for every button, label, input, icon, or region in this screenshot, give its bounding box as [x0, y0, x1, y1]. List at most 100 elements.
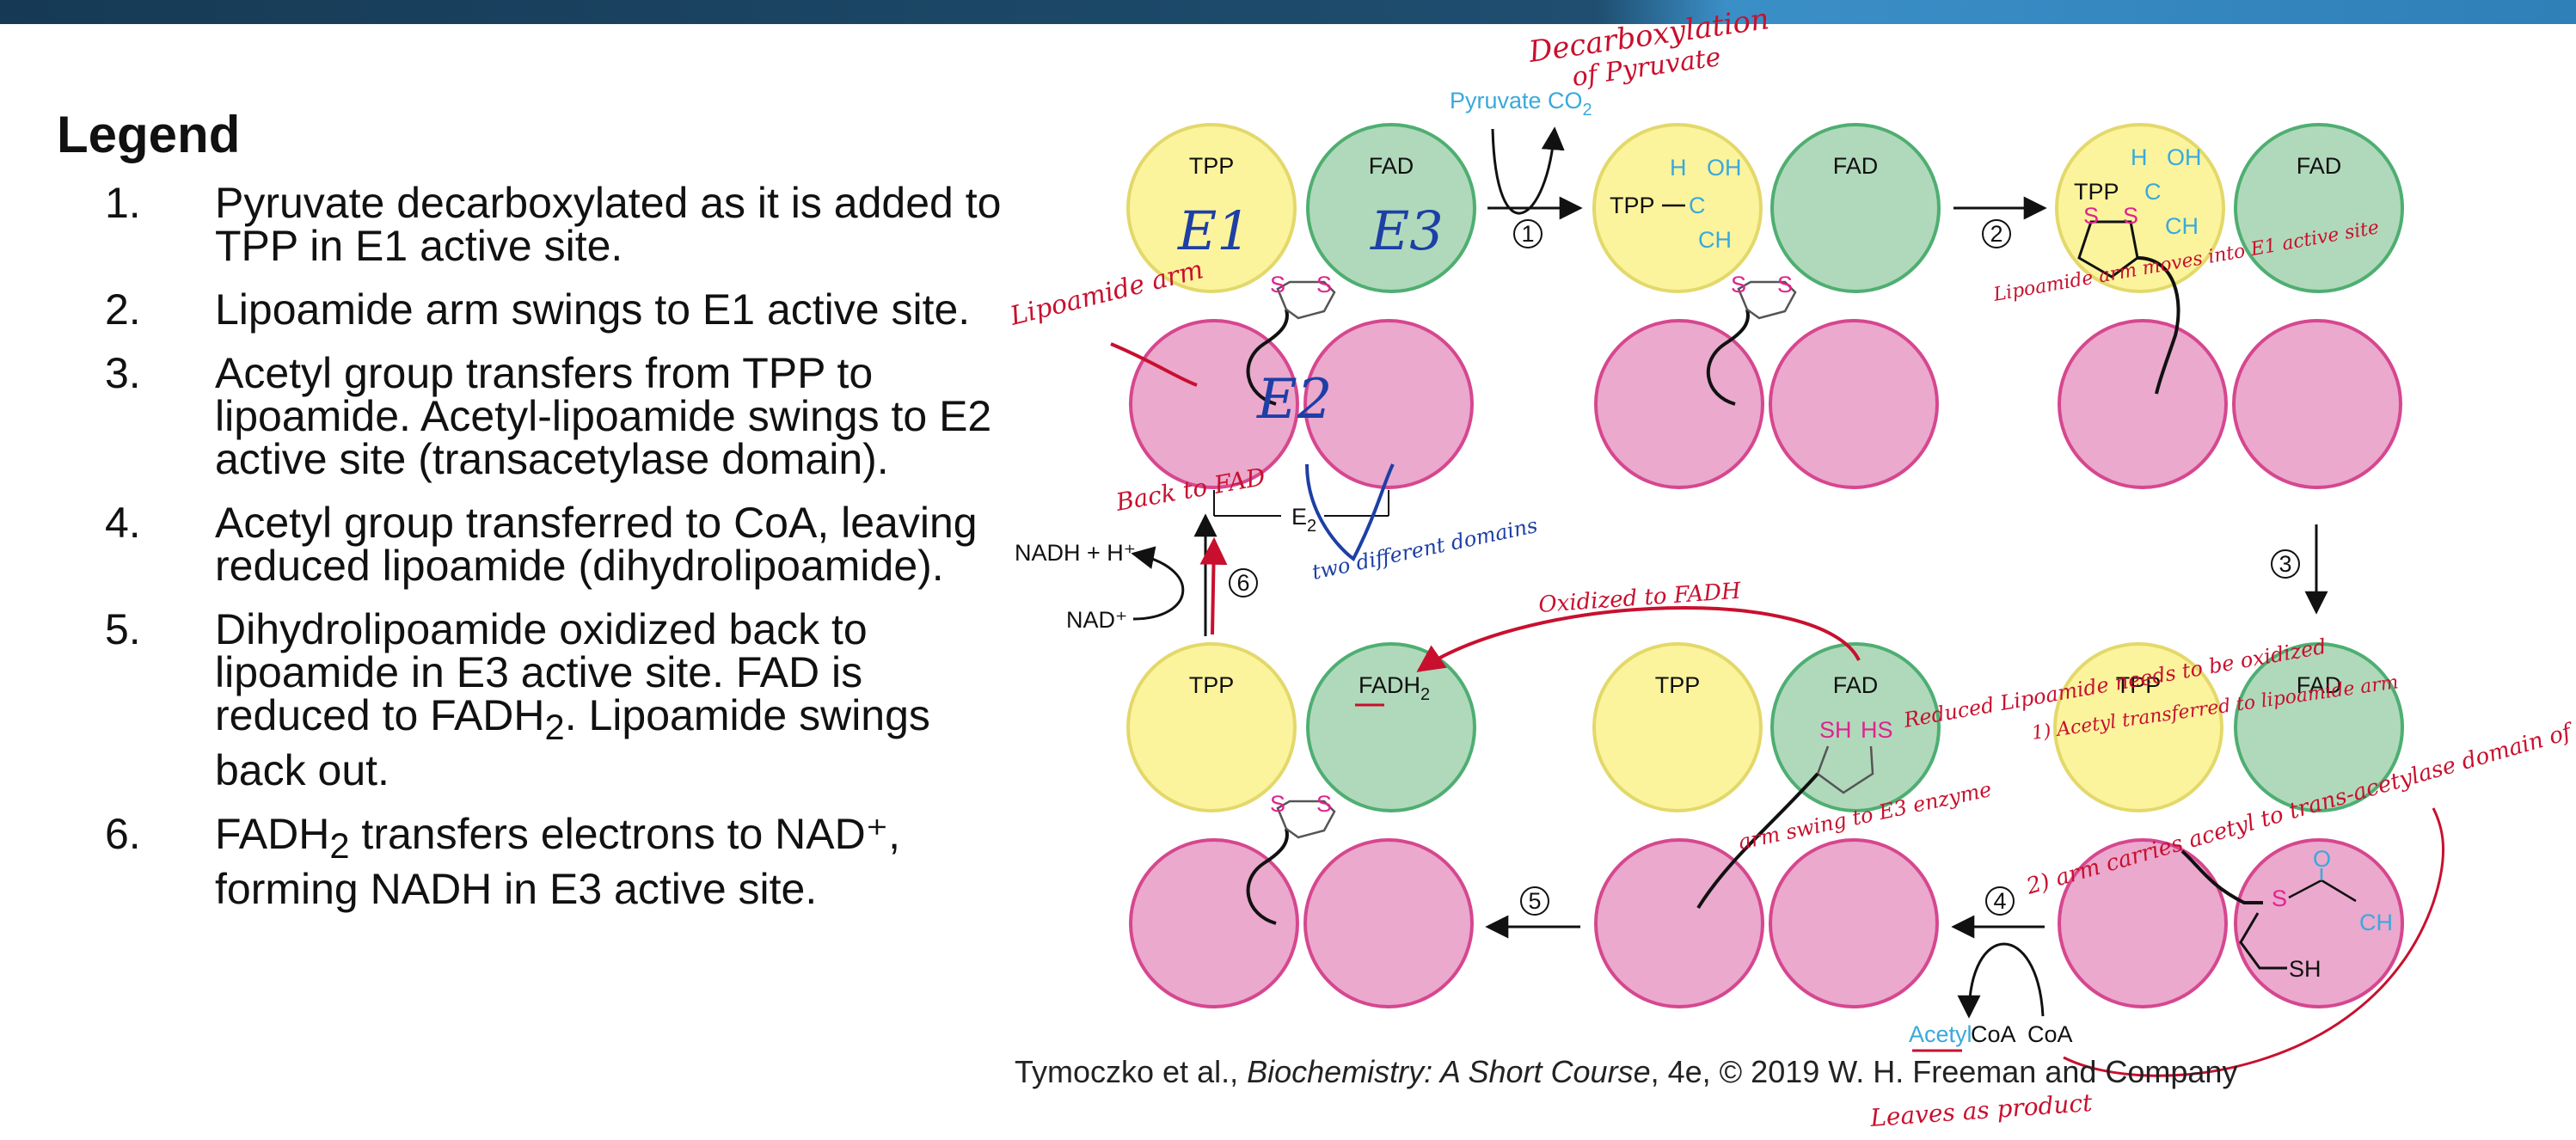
sulfur-label: S	[1731, 272, 1746, 297]
hydrogen-label: H	[2131, 144, 2148, 170]
legend-number: 1.	[105, 179, 141, 227]
e2-domain-right	[1303, 838, 1474, 1008]
lipoamide-arm	[1246, 828, 1289, 925]
e2-domain-right	[2234, 838, 2404, 1008]
sulfur-label: S	[1777, 272, 1793, 297]
legend-text: Acetyl group transfers from TPP to lipoa…	[215, 349, 992, 483]
step-arrows: 1 Pyruvate CO2 2 3 4 Acetyl CoA CoA 5 6 …	[1015, 88, 2328, 1047]
annotation-two-domains: two different domains	[1309, 513, 1539, 585]
step-number: 2	[1990, 221, 2003, 247]
legend-text: Acetyl group transferred to CoA, leaving…	[215, 499, 978, 590]
lipoamide-arm	[2180, 849, 2263, 904]
tpp-label: TPP	[2074, 179, 2119, 205]
tpp-label: TPP	[1189, 153, 1235, 179]
legend-list: 1. Pyruvate decarboxylated as it is added…	[57, 181, 1020, 910]
complex-state-e: TPP FAD SH HS	[1592, 642, 1941, 1008]
nad-label: NAD⁺	[1066, 607, 1127, 633]
complex-state-c: TPP H OH C CH FAD S S	[2055, 123, 2404, 489]
legend-title: Legend	[57, 106, 241, 163]
co2-label: CO2	[1548, 88, 1592, 120]
methyl-label: CH	[1698, 227, 1732, 253]
annotation-lipoamide-arm: Lipoamide arm	[1006, 254, 1205, 332]
e2-domain-left	[1594, 319, 1764, 489]
legend-number: 5.	[105, 605, 141, 653]
legend-item: 5. Dihydrolipoamide oxidized back to lipo…	[57, 608, 1020, 792]
fad-domain	[2234, 642, 2404, 812]
e2-domain-right	[1769, 838, 1939, 1008]
oxygen-label: O	[2313, 846, 2331, 872]
carbon-label: C	[1689, 193, 1706, 218]
e2-domain-left	[1594, 838, 1764, 1008]
legend-text-part: . Lipoamide swings back out.	[215, 691, 930, 794]
legend-number: 2.	[105, 285, 141, 334]
fad-domain	[1770, 642, 1941, 812]
legend-number: 6.	[105, 810, 141, 858]
lipoamide-arm	[2137, 256, 2180, 395]
tpp-label: TPP	[1189, 672, 1235, 698]
lipoamide-arm	[1696, 772, 1819, 910]
e2-domain-left	[2058, 838, 2228, 1008]
legend-text-part: Dihydrolipoamide oxidized back to lipoam…	[215, 605, 868, 739]
e2-domain-right	[1303, 319, 1474, 489]
tpp-label: TPP	[1610, 193, 1655, 218]
fad-domain	[1306, 123, 1476, 293]
legend-number: 4.	[105, 499, 141, 547]
step-number: 5	[1528, 888, 1541, 914]
annotation-oxidized: Oxidized to FADH	[1537, 579, 1743, 618]
sulfur-label: S	[1270, 272, 1285, 297]
step-number: 1	[1521, 221, 1534, 247]
step-number: 6	[1236, 570, 1249, 596]
fad-label: FAD	[2297, 153, 2342, 179]
e2-domain-left	[2058, 319, 2228, 489]
annotation-e1: E1	[1177, 199, 1251, 262]
methyl-label: CH	[2359, 910, 2393, 935]
lipoamide-ring	[1276, 280, 1336, 320]
complex-state-b: TPP C H OH CH FAD S S	[1592, 123, 1941, 489]
pyruvate-label: Pyruvate	[1450, 88, 1542, 113]
e2-domain-right	[1769, 319, 1939, 489]
complex-state-d: TPP FAD S SH O CH	[2053, 642, 2404, 1008]
tpp-domain	[1126, 642, 1297, 812]
nadh-label: NADH + H⁺	[1015, 540, 1136, 566]
e2-domain-right	[2232, 319, 2402, 489]
legend-item: 2.Lipoamide arm swings to E1 active site…	[57, 288, 1020, 331]
complex-state-f: TPP FADH2 S S	[1126, 642, 1476, 1008]
fad-label: FAD	[1833, 153, 1879, 179]
annotation-e2: E2	[1256, 368, 1332, 432]
legend-panel: Legend 1. Pyruvate decarboxylated as it i…	[57, 105, 1020, 931]
dihydrolipoamide-chain	[2239, 912, 2287, 970]
tpp-domain	[1126, 123, 1297, 293]
fadh2-label: FADH2	[1359, 672, 1430, 704]
e2-bracket: E2	[1213, 490, 1389, 536]
lipoamide-arm	[1706, 309, 1750, 406]
legend-text-part: transfers electrons to NAD⁺, forming NAD…	[215, 810, 901, 913]
lipoamide-arm	[1246, 309, 1289, 406]
lipoamide-ring	[1737, 280, 1797, 320]
legend-text-part: FADH	[215, 810, 330, 858]
thiol-label: HS	[1861, 717, 1893, 743]
coa-arrow	[1957, 942, 2045, 1019]
legend-text: Pyruvate decarboxylated as it is added t…	[215, 179, 1002, 270]
annotation-leaves-as-product: Leaves as product	[1868, 1088, 2094, 1132]
fad-domain	[1770, 123, 1941, 293]
e2-domain-left	[1129, 838, 1299, 1008]
tpp-domain	[1592, 123, 1763, 293]
lipoamide-ring	[2077, 220, 2139, 279]
title-bar	[0, 0, 2576, 24]
legend-text: FADH2 transfers electrons to NAD⁺, formi…	[215, 812, 1020, 910]
figure-credit: Tymoczko et al., Biochemistry: A Short C…	[1015, 1054, 2237, 1090]
pyruvate-arrow	[1491, 126, 1565, 215]
sulfur-label: S	[1316, 791, 1332, 817]
annotation-e3: E3	[1370, 199, 1444, 262]
legend-item: 6. FADH2 transfers electrons to NAD⁺, for…	[57, 812, 1020, 910]
tpp-domain	[2055, 123, 2225, 293]
credit-rest: , 4e, © 2019 W. H. Freeman and Company	[1650, 1054, 2238, 1089]
sulfur-label: S	[2123, 203, 2138, 229]
nad-arrow	[1131, 546, 1185, 621]
legend-item: 3.Acetyl group transfers from TPP to lip…	[57, 352, 1020, 481]
subscript: 2	[544, 707, 565, 747]
credit-authors: Tymoczko et al.,	[1015, 1054, 1248, 1089]
thiol-label: SH	[2289, 956, 2321, 982]
carbon-label: C	[2144, 179, 2162, 205]
step-number: 4	[1993, 888, 2006, 914]
